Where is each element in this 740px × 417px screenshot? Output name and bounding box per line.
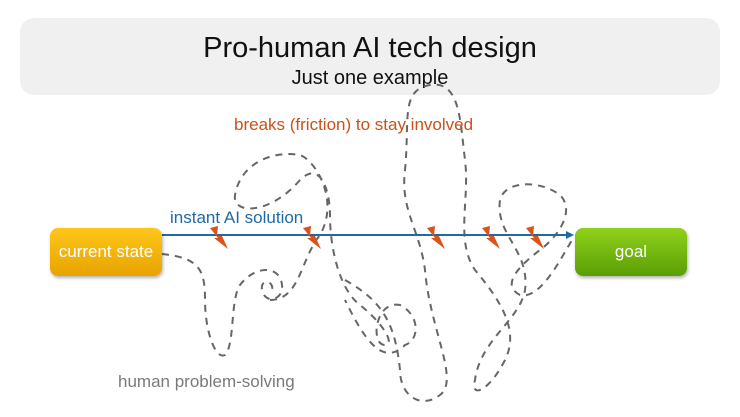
- lightning-bolt-icon: [303, 226, 321, 249]
- lightning-bolt-icon: [427, 226, 445, 249]
- arrow-head: [566, 231, 574, 239]
- human-problem-solving-label: human problem-solving: [118, 372, 295, 391]
- goal-node: goal: [575, 228, 687, 276]
- lightning-bolt-icon: [482, 226, 500, 249]
- current-state-node: current state: [50, 228, 162, 276]
- title-banner: Pro-human AI tech design Just one exampl…: [20, 18, 720, 95]
- page-subtitle: Just one example: [291, 67, 449, 89]
- page-title: Pro-human AI tech design: [203, 32, 537, 64]
- instant-ai-label: instant AI solution: [170, 208, 304, 227]
- lightning-bolt-icon: [210, 226, 228, 249]
- breaks-label: breaks (friction) to stay involved: [234, 115, 474, 134]
- lightning-bolt-icon: [526, 226, 544, 249]
- human-problem-solving-path: [161, 83, 573, 402]
